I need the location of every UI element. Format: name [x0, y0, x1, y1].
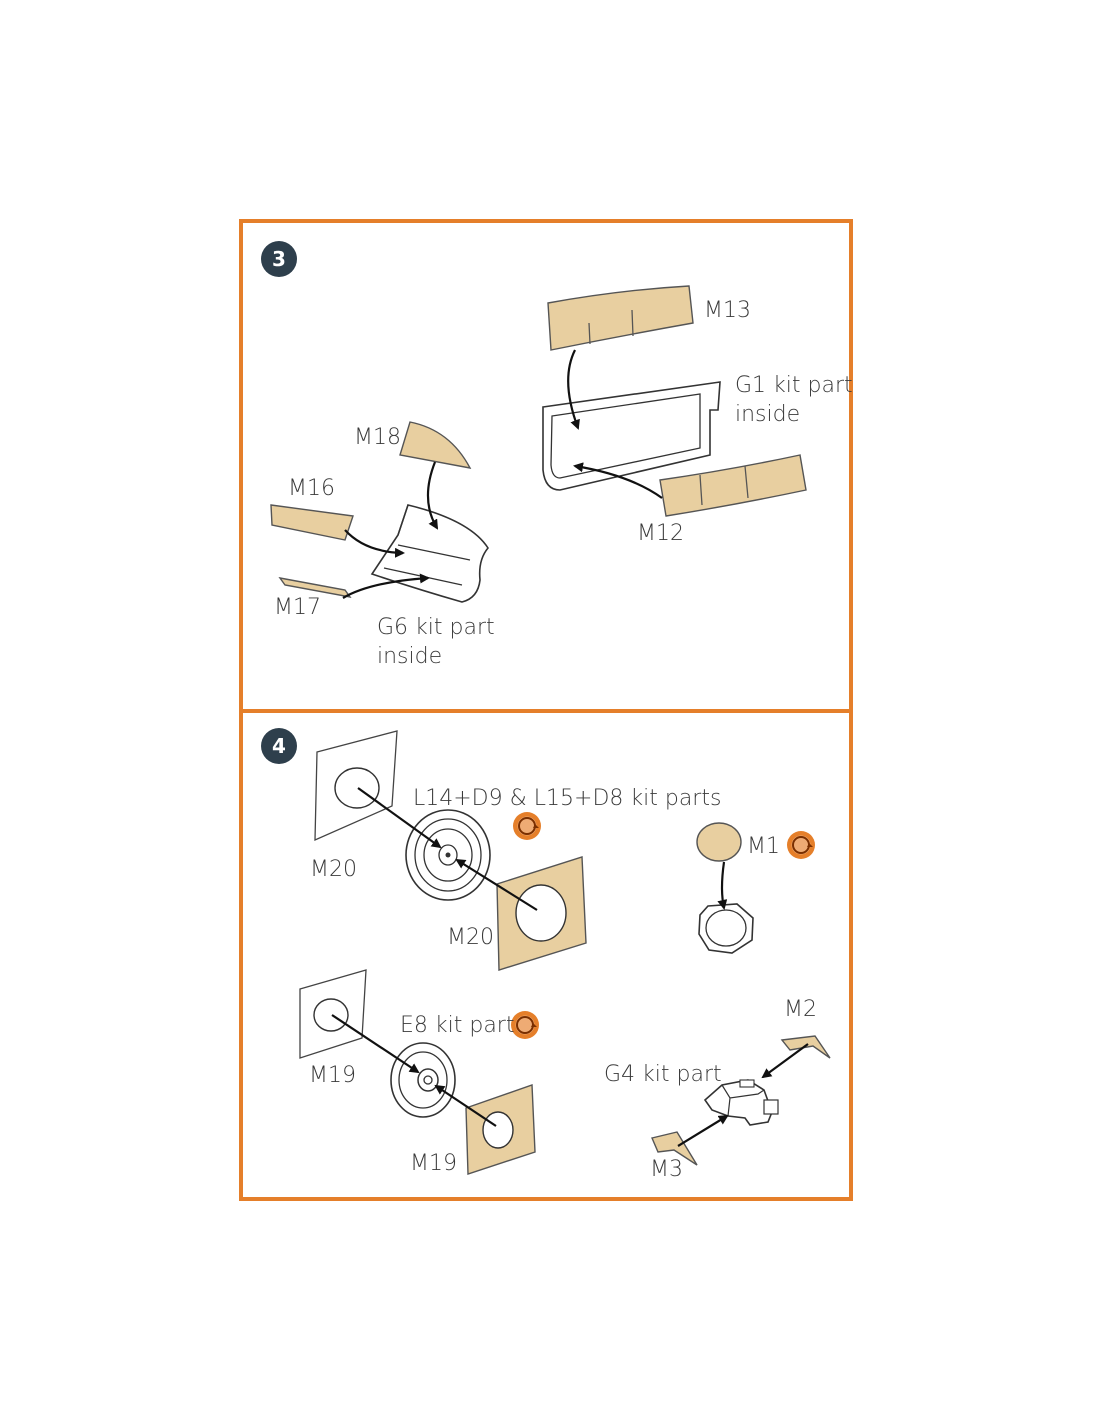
- step-3-badge: 3: [261, 241, 297, 277]
- label-g6-line2: inside: [377, 644, 442, 669]
- mask-m1: [696, 822, 742, 862]
- label-g6-line1: G6 kit part: [377, 615, 495, 640]
- label-e8-kit-part: E8 kit part: [400, 1013, 514, 1038]
- mask-m20-right: [496, 856, 587, 971]
- kit-part-ring: [698, 903, 754, 954]
- label-l14-kit-parts: L14+D9 & L15+D8 kit parts: [413, 786, 721, 811]
- kit-part-g6: [370, 504, 489, 603]
- mask-m12: [659, 454, 807, 517]
- arrow-m12-to-g1: [573, 462, 663, 499]
- label-m17: M17: [274, 595, 321, 620]
- mask-m16: [270, 504, 354, 541]
- kit-part-wheel-l14: [405, 809, 491, 901]
- arrow-m19-left-to-wheel: [331, 1014, 420, 1074]
- label-m3: M3: [650, 1157, 683, 1182]
- mask-m20-left-sheet: [314, 730, 398, 842]
- step-4-number: 4: [272, 734, 286, 758]
- arrow-m18-to-g6: [426, 461, 439, 530]
- label-g4-kit-part: G4 kit part: [604, 1062, 722, 1087]
- mask-m3: [651, 1131, 698, 1166]
- label-m18: M18: [354, 425, 401, 450]
- mask-m17: [278, 576, 352, 599]
- repeat-2x-icon: [512, 811, 542, 841]
- repeat-2x-icon: [786, 830, 816, 860]
- label-m1: M1: [747, 834, 780, 859]
- mask-m13: [547, 285, 694, 351]
- step-4-panel: [239, 709, 853, 1201]
- label-g1-line1: G1 kit part: [735, 373, 853, 398]
- mask-m19-left-sheet: [299, 969, 367, 1059]
- kit-part-g1: [542, 381, 721, 491]
- arrow-m17-to-g6: [342, 573, 430, 599]
- arrow-m20-left-to-wheel: [357, 787, 442, 849]
- arrow-m20-right-to-wheel: [455, 858, 538, 911]
- arrow-m2-to-g4: [761, 1043, 809, 1079]
- arrow-m3-to-g4: [677, 1114, 729, 1147]
- arrow-m1-to-ring: [717, 861, 728, 910]
- kit-part-wheel-e8: [390, 1042, 456, 1118]
- label-m20-left: M20: [310, 857, 357, 882]
- label-g1-line2: inside: [735, 402, 800, 427]
- arrow-m19-right-to-wheel: [434, 1084, 497, 1127]
- label-m2: M2: [784, 997, 817, 1022]
- mask-m2: [780, 1035, 831, 1059]
- mask-m19-right: [465, 1084, 536, 1175]
- label-m19-bottom: M19: [410, 1151, 457, 1176]
- label-m19-left: M19: [309, 1063, 356, 1088]
- label-m16: M16: [288, 476, 335, 501]
- step-4-badge: 4: [261, 728, 297, 764]
- label-m13: M13: [704, 298, 751, 323]
- repeat-2x-icon: [510, 1010, 540, 1040]
- label-m12: M12: [637, 521, 684, 546]
- label-m20-right: M20: [447, 925, 494, 950]
- arrow-m13-to-g1: [567, 349, 580, 430]
- step-3-number: 3: [272, 247, 286, 271]
- kit-part-g4: [703, 1079, 779, 1126]
- mask-m18: [399, 421, 472, 469]
- arrow-m16-to-g6: [344, 529, 405, 558]
